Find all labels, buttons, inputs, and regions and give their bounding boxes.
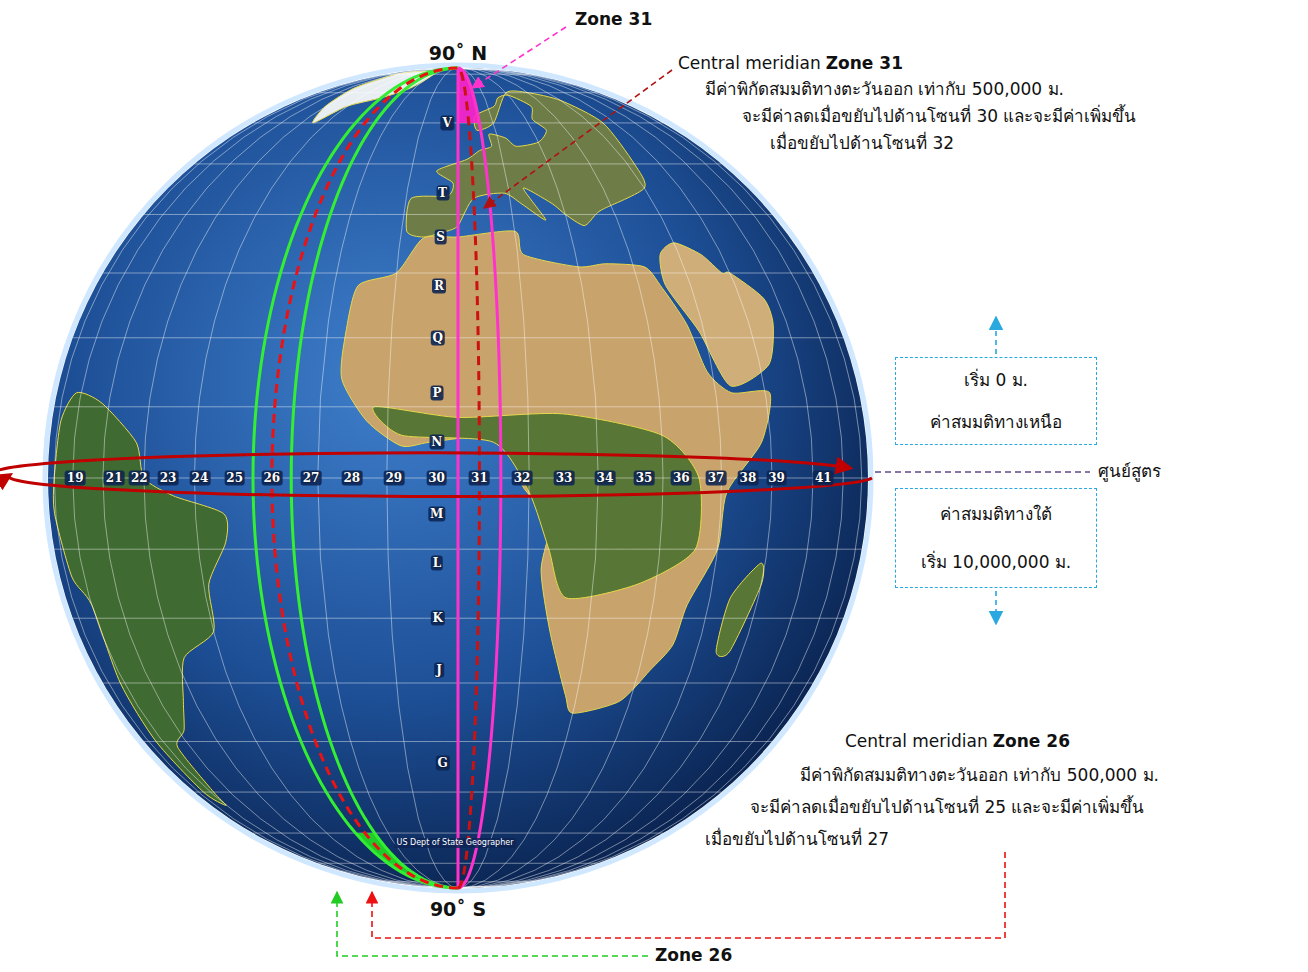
latitude-band-letter: P: [430, 385, 443, 400]
pole-label: 90˚ S: [430, 898, 486, 922]
callout-note: เมื่อขยับไปด้านโซนที่ 27: [705, 829, 889, 850]
arabia-landmass: [660, 243, 774, 387]
callout-note: มีค่าพิกัดสมมติทางตะวันออก เท่ากับ 500,0…: [705, 79, 1064, 100]
latitude-band-letter: Q: [431, 330, 445, 345]
equator-leader: [875, 471, 1090, 473]
latitude-band-letter: J: [434, 663, 444, 678]
latitude-band-letter: M: [428, 506, 445, 521]
zone-number: 26: [262, 471, 283, 486]
direction-arrow: [995, 317, 997, 354]
latitude-band-letter: R: [432, 278, 446, 293]
atmosphere-glow: [45, 65, 871, 891]
latitude-band-letter: S: [434, 230, 447, 245]
zone-number: 41: [813, 471, 834, 486]
zone-number: 35: [634, 471, 655, 486]
value-box: ค่าสมมติทางใต้เริ่ม 10,000,000 ม.: [895, 488, 1097, 588]
zone-number: 24: [190, 471, 211, 486]
zone-number: 32: [512, 471, 533, 486]
callout-heading: Central meridian: [678, 53, 821, 74]
zone-number: 37: [706, 471, 727, 486]
zone-number: 30: [426, 471, 447, 486]
latitude-band-letter: L: [431, 556, 443, 571]
zone-label: Zone 26: [993, 731, 1070, 752]
zone-number: 31: [469, 471, 490, 486]
zone-boundary: [457, 68, 460, 888]
box-text: เริ่ม 0 ม.: [964, 369, 1028, 391]
box-text: ค่าสมมติทางใต้: [940, 503, 1052, 525]
equator-label: ศูนย์สูตร: [1098, 461, 1161, 482]
zone-number: 33: [554, 471, 575, 486]
callout-note: มีค่าพิกัดสมมติทางตะวันออก เท่ากับ 500,0…: [800, 765, 1159, 786]
zone-number: 25: [224, 471, 245, 486]
latitude-band-letter: N: [429, 435, 444, 450]
latitude-band-letter: K: [431, 611, 445, 626]
madagascar-landmass: [716, 563, 764, 656]
zone-number: 22: [129, 471, 150, 486]
zone-number: 38: [738, 471, 759, 486]
callout-note: จะมีค่าลดเมื่อขยับไปด้านโซนที่ 25 และจะม…: [750, 797, 1144, 818]
zone-number: 28: [342, 471, 363, 486]
callout-note: เมื่อขยับไปด้านโซนที่ 32: [770, 133, 954, 154]
value-box: เริ่ม 0 ม. ค่าสมมติทางเหนือ: [895, 357, 1097, 445]
zone-number: 27: [301, 471, 322, 486]
latitude-band-letter: V: [441, 115, 454, 130]
zone-pointer: [337, 892, 648, 956]
zone-number: 21: [104, 471, 125, 486]
zone-number: 29: [384, 471, 405, 486]
latitude-band-letter: T: [436, 186, 449, 201]
callout-note: จะมีค่าลดเมื่อขยับไปด้านโซนที่ 30 และจะม…: [742, 106, 1136, 127]
zone-number: 19: [65, 471, 86, 486]
pole-label: 90˚ N: [429, 42, 487, 66]
meridian-pointer: [372, 852, 1005, 938]
zone-label: Zone 31: [575, 9, 652, 30]
central-meridian: [272, 68, 458, 888]
box-text: ค่าสมมติทางเหนือ: [930, 411, 1062, 433]
zone-boundary: [458, 68, 501, 888]
zone-number: 39: [766, 471, 787, 486]
watermark: US Dept of State Geographer: [395, 838, 516, 848]
zone-number: 34: [595, 471, 616, 486]
graticule: [48, 68, 868, 888]
callout-heading: Central meridian: [845, 731, 988, 752]
ocean-sphere: [48, 68, 868, 888]
direction-arrow: [995, 591, 997, 624]
zone-boundary: [291, 68, 458, 888]
zone-number: 23: [158, 471, 179, 486]
zone-label: Zone 31: [826, 53, 903, 74]
central-africa-landmass: [373, 407, 702, 599]
latitude-band-letter: G: [435, 755, 449, 770]
zone-label: Zone 26: [655, 945, 732, 966]
box-text: เริ่ม 10,000,000 ม.: [921, 551, 1072, 573]
zone-number: 36: [671, 471, 692, 486]
greenland-landmass: [313, 71, 434, 123]
meridian-pointer: [484, 70, 672, 208]
zone-boundary: [253, 68, 458, 888]
